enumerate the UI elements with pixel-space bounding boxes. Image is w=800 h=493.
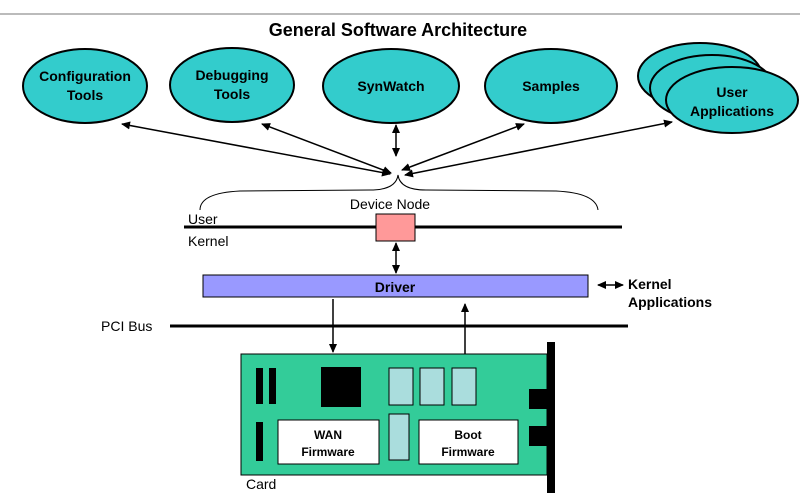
config-tools-label-2: Tools [67,87,104,103]
card-connector-bottom [529,426,549,446]
device-node-box [375,213,416,242]
boot-firmware-label-2: Firmware [441,445,495,459]
arrow-config [121,121,391,177]
device-node-brace [199,174,599,211]
driver-box [202,274,589,298]
user-applications-label-2: Applications [690,103,774,119]
config-tools-label-1: Configuration [39,68,131,84]
card-label: Card [246,476,276,492]
card-memory-chip-3 [451,367,477,406]
driver-label: Driver [375,279,416,295]
device-node-label: Device Node [350,196,430,212]
wan-firmware-label-2: Firmware [301,445,355,459]
card-processor-chip [321,367,361,407]
synwatch-node: SynWatch [322,48,460,124]
card-connector-top [529,389,549,409]
card-memory-chip-1 [388,367,414,406]
debugging-tools-node: Debugging Tools [169,47,295,123]
arrow-debug [261,123,392,174]
debugging-tools-label-2: Tools [214,86,251,102]
card: WAN Firmware Boot Firmware [240,342,555,493]
card-bracket [547,342,555,493]
synwatch-label: SynWatch [357,78,424,94]
kernel-label: Kernel [188,233,228,249]
card-slot-1 [256,368,263,404]
user-applications-label-1: User [716,84,748,100]
user-label: User [188,211,218,227]
card-slot-3 [256,422,263,461]
boot-firmware-label-1: Boot [454,428,481,442]
app-arrows [121,119,673,178]
user-applications-node: User Applications [637,42,799,134]
kernel-apps-label-2: Applications [628,294,712,310]
arrow-user-apps [404,119,673,178]
boot-firmware-box [418,419,519,465]
kernel-apps-label-1: Kernel [628,276,672,292]
debugging-tools-label-1: Debugging [195,67,268,83]
diagram-title: General Software Architecture [269,20,527,40]
samples-label: Samples [522,78,580,94]
wan-firmware-box [277,419,380,465]
samples-node: Samples [484,48,618,124]
card-memory-chip-2 [419,367,445,406]
pci-bus-label: PCI Bus [101,318,152,334]
config-tools-node: Configuration Tools [22,48,148,124]
card-memory-chip-4 [388,413,410,461]
wan-firmware-label-1: WAN [314,428,342,442]
card-slot-2 [269,368,276,404]
